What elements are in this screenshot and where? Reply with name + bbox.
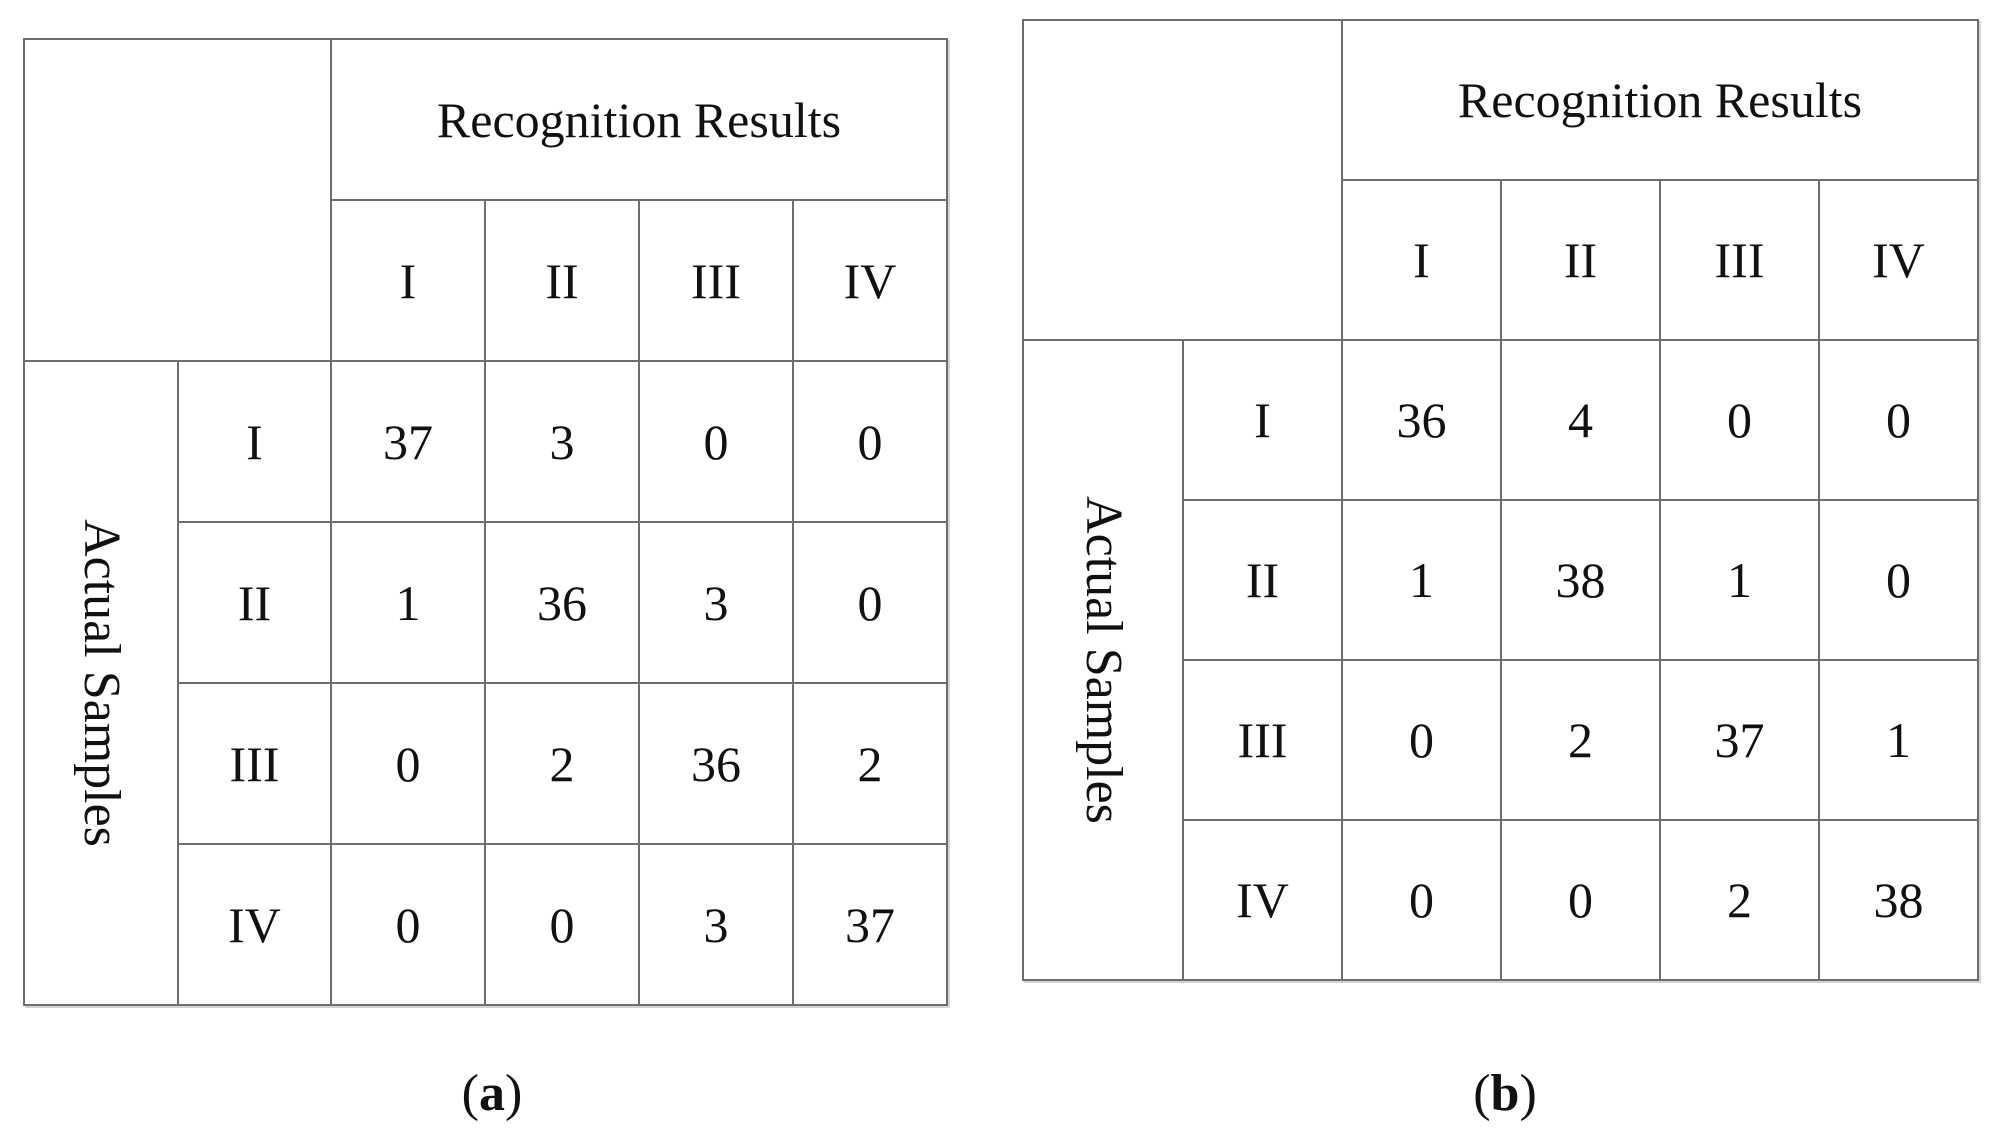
matrix-cell: 2 <box>1500 659 1661 821</box>
matrix-cell: 36 <box>1341 339 1502 501</box>
matrix-cell: 37 <box>792 843 948 1006</box>
matrix-cell: 0 <box>792 360 948 523</box>
matrix-cell: 0 <box>484 843 640 1006</box>
matrix-cell: 2 <box>484 682 640 845</box>
row-axis-label: Actual Samples <box>73 519 130 847</box>
matrix-cell: 0 <box>638 360 794 523</box>
matrix-cell: 0 <box>330 843 486 1006</box>
row-label: II <box>177 521 332 684</box>
matrix-cell: 2 <box>1659 819 1820 981</box>
caption-close-paren: ) <box>1519 1065 1537 1122</box>
matrix-cell: 38 <box>1500 499 1661 661</box>
matrix-cell: 0 <box>1659 339 1820 501</box>
matrix-cell: 3 <box>484 360 640 523</box>
row-axis-cell: Actual Samples <box>1022 339 1184 981</box>
column-label: IV <box>1818 179 1979 341</box>
row-label: IV <box>177 843 332 1006</box>
row-axis-cell: Actual Samples <box>23 360 179 1006</box>
corner-cell <box>1022 19 1343 341</box>
column-label: IV <box>792 199 948 362</box>
column-label: III <box>1659 179 1820 341</box>
matrix-cell: 36 <box>484 521 640 684</box>
header-row: Recognition Results <box>23 38 948 362</box>
matrix-cell: 0 <box>792 521 948 684</box>
panel-caption-a: (a) <box>462 1064 523 1123</box>
row-axis-label: Actual Samples <box>1075 496 1132 824</box>
row-label: III <box>1182 659 1343 821</box>
matrix-cell: 1 <box>1659 499 1820 661</box>
matrix-cell: 38 <box>1818 819 1979 981</box>
column-header-title: Recognition Results <box>1341 19 1979 181</box>
caption-open-paren: ( <box>461 1065 479 1122</box>
panel-caption-b: (b) <box>1473 1064 1537 1123</box>
column-label: I <box>330 199 486 362</box>
row-label: II <box>1182 499 1343 661</box>
column-label: II <box>484 199 640 362</box>
matrix-cell: 3 <box>638 521 794 684</box>
matrix-cell: 37 <box>1659 659 1820 821</box>
matrix-cell: 3 <box>638 843 794 1006</box>
matrix-cell: 36 <box>638 682 794 845</box>
matrix-cell: 1 <box>330 521 486 684</box>
row-label: IV <box>1182 819 1343 981</box>
caption-close-paren: ) <box>505 1065 523 1122</box>
row-label: I <box>177 360 332 523</box>
matrix-cell: 0 <box>1500 819 1661 981</box>
caption-open-paren: ( <box>1473 1065 1491 1122</box>
matrix-cell: 1 <box>1341 499 1502 661</box>
matrix-cell: 0 <box>1818 499 1979 661</box>
header-row: Recognition Results <box>1022 19 1979 341</box>
matrix-cell: 1 <box>1818 659 1979 821</box>
column-header-title: Recognition Results <box>330 38 948 201</box>
matrix-cell: 2 <box>792 682 948 845</box>
matrix-cell: 0 <box>1818 339 1979 501</box>
matrix-cell: 37 <box>330 360 486 523</box>
matrix-cell: 0 <box>1341 659 1502 821</box>
caption-letter: b <box>1490 1065 1520 1122</box>
row-label: I <box>1182 339 1343 501</box>
matrix-cell: 4 <box>1500 339 1661 501</box>
caption-letter: a <box>479 1065 505 1122</box>
matrix-cell: 0 <box>1341 819 1502 981</box>
column-label: I <box>1341 179 1502 341</box>
row-label: III <box>177 682 332 845</box>
matrix-cell: 0 <box>330 682 486 845</box>
column-label: II <box>1500 179 1661 341</box>
corner-cell <box>23 38 332 362</box>
column-label: III <box>638 199 794 362</box>
